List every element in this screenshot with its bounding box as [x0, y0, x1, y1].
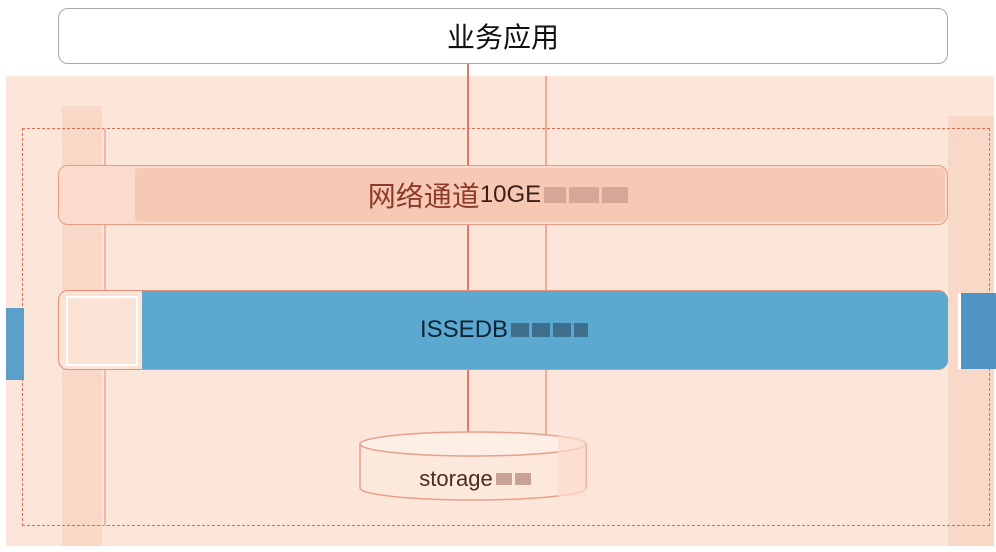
obscured-text	[532, 323, 551, 337]
db-right-stub	[958, 293, 996, 369]
network-label-suffix: 10GE	[479, 181, 542, 208]
obscured-text	[544, 187, 567, 203]
network-label-cn: 网络通道	[367, 180, 480, 213]
secondary-connector-line	[545, 76, 547, 436]
db-left-box	[66, 296, 138, 366]
storage-label: storage	[362, 462, 588, 496]
network-channel-fill	[135, 168, 945, 222]
issedb-label-text: ISSEDB	[420, 316, 509, 343]
business-app-box: 业务应用	[58, 8, 948, 64]
main-connector-line	[467, 64, 469, 444]
storage-cylinder-icon	[359, 431, 587, 501]
obscured-text	[602, 187, 629, 203]
obscured-text	[514, 473, 531, 485]
obscured-text	[511, 323, 530, 337]
storage-label-text: storage	[419, 466, 493, 491]
obscured-text	[553, 323, 572, 337]
business-app-label: 业务应用	[446, 21, 559, 54]
issedb-label: ISSEDB	[142, 291, 948, 369]
db-left-stub	[6, 308, 24, 380]
obscured-text	[569, 187, 600, 203]
obscured-text	[495, 473, 512, 485]
obscured-text	[574, 323, 589, 337]
